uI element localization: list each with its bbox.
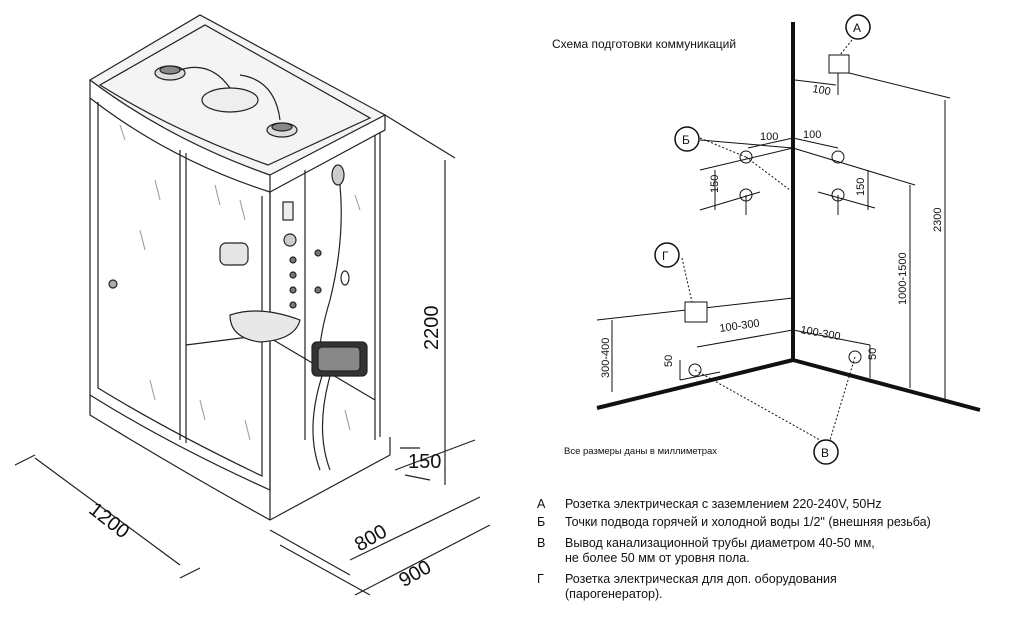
svg-text:В: В — [821, 446, 829, 460]
marker-g: Г — [654, 242, 680, 268]
svg-text:Г: Г — [662, 249, 669, 263]
marker-b: Б — [674, 126, 700, 152]
dim-b-right-100: 100 — [803, 129, 821, 141]
shower-cabin-drawing — [14, 14, 491, 596]
dim-b-150-left: 150 — [709, 175, 721, 193]
dim-g-50: 50 — [663, 355, 675, 367]
dim-800: 800 — [351, 520, 391, 556]
dim-g-100-300: 100-300 — [719, 317, 761, 335]
dim-150: 150 — [408, 451, 441, 473]
legend-item-b: Б Точки подвода горячей и холодной воды … — [537, 515, 931, 529]
schema-title: Схема подготовки коммуникаций — [552, 37, 736, 51]
dim-1200: 1200 — [85, 498, 134, 543]
dim-g-300-400: 300-400 — [600, 338, 612, 378]
dim-2200: 2200 — [421, 306, 443, 351]
dim-b-left-100: 100 — [760, 131, 778, 143]
dim-900: 900 — [395, 556, 435, 592]
svg-text:А: А — [853, 21, 861, 35]
marker-v: В — [813, 439, 839, 465]
dim-b-150-right: 150 — [855, 178, 867, 196]
dim-v-100-300: 100-300 — [799, 324, 841, 343]
dim-a-height: 2300 — [932, 208, 944, 232]
wall-corner-schema — [596, 22, 981, 441]
dim-b-height: 1000-1500 — [897, 252, 909, 305]
legend: А Розетка электрическая с заземлением 22… — [537, 497, 1017, 605]
svg-text:Б: Б — [682, 133, 690, 147]
units-note: Все размеры даны в миллиметрах — [564, 446, 717, 457]
dim-a-100: 100 — [811, 83, 831, 98]
legend-item-g: Г Розетка электрическая для доп. оборудо… — [537, 572, 837, 601]
marker-a: А — [845, 14, 871, 40]
legend-item-v: В Вывод канализационной трубы диаметром … — [537, 536, 875, 565]
dim-v-50: 50 — [867, 348, 879, 360]
legend-item-a: А Розетка электрическая с заземлением 22… — [537, 497, 882, 511]
